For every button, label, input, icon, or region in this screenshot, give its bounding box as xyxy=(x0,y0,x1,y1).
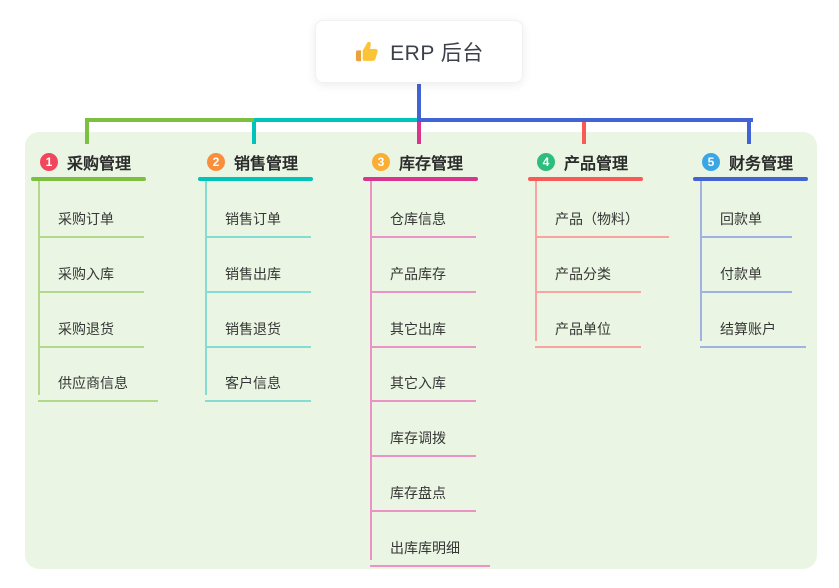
connector-rail-middle xyxy=(254,118,419,122)
branch-5-title[interactable]: 5 财务管理 xyxy=(702,150,793,174)
branch-4-number-badge: 4 xyxy=(537,153,555,171)
root-node-label: ERP 后台 xyxy=(390,41,484,65)
branch-1-child-4[interactable]: 供应商信息 xyxy=(38,365,158,402)
branch-3-title[interactable]: 3 库存管理 xyxy=(372,150,463,174)
branch-4-child-1[interactable]: 产品（物料） xyxy=(535,201,669,238)
branch-1-child-2[interactable]: 采购入库 xyxy=(38,256,144,293)
connector-drop-branch-5 xyxy=(747,118,751,144)
branch-5-label: 财务管理 xyxy=(729,156,794,173)
root-node[interactable]: ERP 后台 xyxy=(315,20,523,83)
branch-4-child-3[interactable]: 产品单位 xyxy=(535,311,641,348)
branch-5-child-1[interactable]: 回款单 xyxy=(700,201,792,238)
branch-2-child-2[interactable]: 销售出库 xyxy=(205,256,311,293)
branch-1-child-1[interactable]: 采购订单 xyxy=(38,201,144,238)
branch-4-underline xyxy=(528,177,643,181)
branch-3-child-2[interactable]: 产品库存 xyxy=(370,256,476,293)
branch-4-child-2[interactable]: 产品分类 xyxy=(535,256,641,293)
branch-4-child-vline xyxy=(535,181,537,341)
branch-2-child-1[interactable]: 销售订单 xyxy=(205,201,311,238)
thumbs-up-icon xyxy=(354,39,380,65)
branch-5-number-badge: 5 xyxy=(702,153,720,171)
branch-3-child-5[interactable]: 库存调拨 xyxy=(370,420,476,457)
branch-3-child-7[interactable]: 出库库明细 xyxy=(370,530,490,567)
branch-2-label: 销售管理 xyxy=(234,156,299,173)
branch-1-title[interactable]: 1 采购管理 xyxy=(40,150,131,174)
branch-5-underline xyxy=(693,177,808,181)
branch-1-number-badge: 1 xyxy=(40,153,58,171)
connector-rail-left xyxy=(87,118,254,122)
connector-drop-branch-2 xyxy=(252,118,256,144)
branch-2-number-badge: 2 xyxy=(207,153,225,171)
connector-drop-branch-4 xyxy=(582,118,586,144)
connector-root-stem xyxy=(417,84,421,122)
branch-4-title[interactable]: 4 产品管理 xyxy=(537,150,628,174)
branch-2-title[interactable]: 2 销售管理 xyxy=(207,150,298,174)
branch-2-underline xyxy=(198,177,313,181)
branch-1-label: 采购管理 xyxy=(67,156,132,173)
branch-3-child-3[interactable]: 其它出库 xyxy=(370,311,476,348)
branch-2-child-3[interactable]: 销售退货 xyxy=(205,311,311,348)
branch-1-underline xyxy=(31,177,146,181)
branch-3-child-vline xyxy=(370,181,372,560)
branch-3-underline xyxy=(363,177,478,181)
branch-3-label: 库存管理 xyxy=(399,156,464,173)
branch-1-child-vline xyxy=(38,181,40,395)
branch-5-child-vline xyxy=(700,181,702,341)
branch-3-child-6[interactable]: 库存盘点 xyxy=(370,475,476,512)
branch-2-child-vline xyxy=(205,181,207,395)
branch-3-child-1[interactable]: 仓库信息 xyxy=(370,201,476,238)
branch-4-label: 产品管理 xyxy=(564,156,629,173)
branches-background-panel xyxy=(25,132,817,569)
branch-5-child-3[interactable]: 结算账户 xyxy=(700,311,806,348)
branch-3-child-4[interactable]: 其它入库 xyxy=(370,365,476,402)
connector-drop-branch-3 xyxy=(417,118,421,144)
connector-drop-branch-1 xyxy=(85,118,89,144)
connector-rail-right xyxy=(419,118,753,122)
branch-3-number-badge: 3 xyxy=(372,153,390,171)
branch-5-child-2[interactable]: 付款单 xyxy=(700,256,792,293)
branch-2-child-4[interactable]: 客户信息 xyxy=(205,365,311,402)
branch-1-child-3[interactable]: 采购退货 xyxy=(38,311,144,348)
